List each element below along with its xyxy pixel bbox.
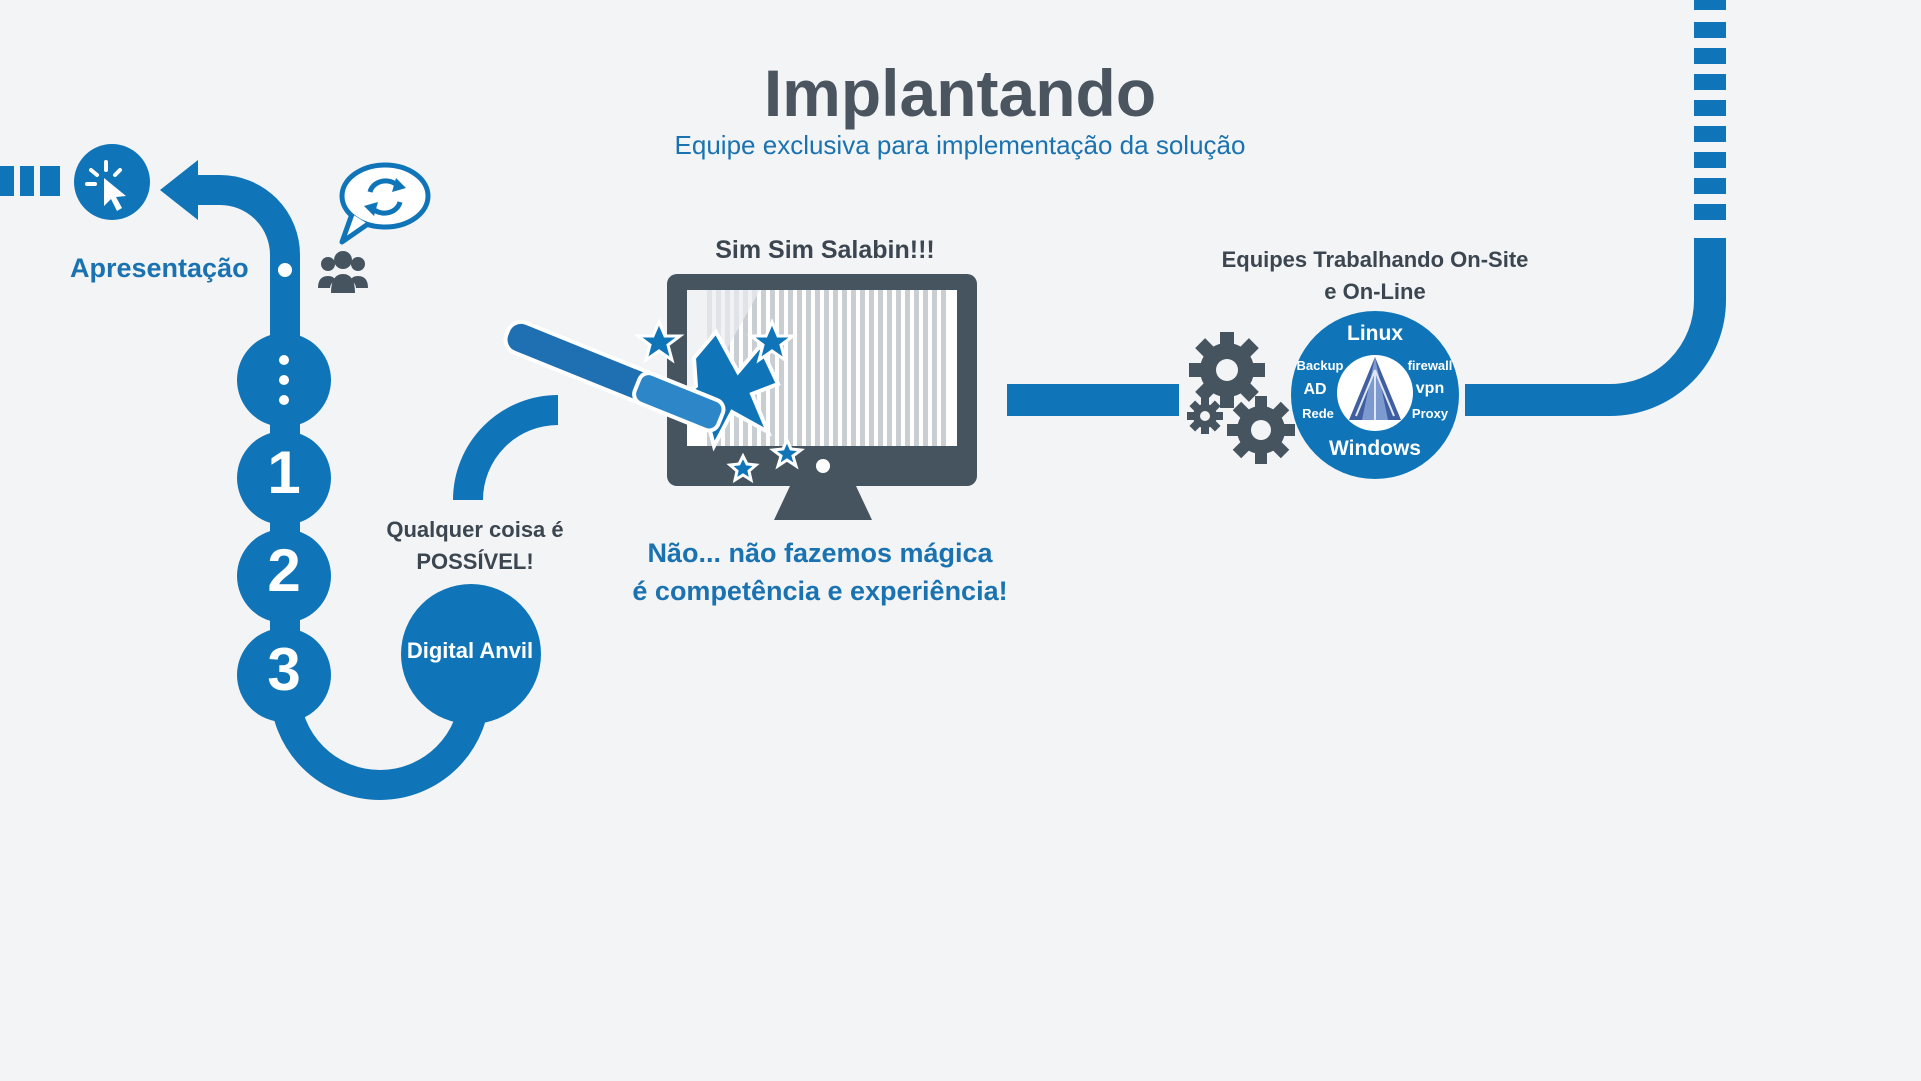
magic-wand-icon	[503, 318, 805, 484]
right-dashed-track	[1694, 0, 1726, 268]
arch-logo-icon	[1337, 355, 1413, 431]
possible-text: Qualquer coisa é POSSÍVEL!	[360, 514, 590, 578]
os-firewall-label: firewall	[1407, 358, 1453, 373]
step-1-label: 1	[267, 439, 301, 506]
possible-line-2: POSSÍVEL!	[416, 549, 534, 574]
step-circle-3[interactable]	[237, 628, 331, 722]
page-title: Implantando	[763, 56, 1157, 130]
step-circle-2[interactable]	[237, 529, 331, 623]
digital-anvil-node[interactable]	[401, 584, 541, 724]
os-rede-label: Rede	[1302, 406, 1334, 421]
group-people-icon	[318, 251, 368, 293]
connector-bar-left	[1007, 384, 1179, 416]
digital-anvil-label: Digital Anvil	[406, 638, 534, 663]
chat-sync-icon	[339, 162, 431, 245]
teams-caption: Equipes Trabalhando On-Site e On-Line	[1180, 244, 1570, 308]
monitor-icon	[667, 274, 977, 520]
step-circle-more[interactable]	[237, 333, 331, 427]
os-vpn-label: vpn	[1415, 380, 1445, 397]
journey-path	[185, 175, 559, 800]
magic-caption: Sim Sim Salabin!!!	[715, 236, 935, 264]
left-dashed-track	[0, 166, 60, 196]
gears-icon	[1187, 332, 1295, 464]
connector-path-right	[1465, 240, 1726, 416]
magic-tagline-line-1: Não... não fazemos mágica	[647, 538, 993, 568]
magic-tagline: Não... não fazemos mágica é competência …	[600, 534, 1040, 610]
page-subtitle: Equipe exclusiva para implementação da s…	[674, 130, 1246, 160]
os-proxy-label: Proxy	[1411, 406, 1449, 421]
os-ad-label: AD	[1303, 381, 1327, 398]
step-circle-1[interactable]	[237, 431, 331, 525]
magic-tagline-line-2: é competência e experiência!	[632, 576, 1008, 606]
step-2-label: 2	[267, 537, 301, 604]
os-windows-label: Windows	[1329, 437, 1421, 460]
os-backup-label: Backup	[1296, 358, 1344, 373]
cursor-click-icon[interactable]	[74, 144, 150, 220]
teams-caption-line-2: e On-Line	[1324, 279, 1426, 304]
possible-line-1: Qualquer coisa é	[386, 517, 564, 542]
start-marker-ring	[274, 259, 296, 281]
path-arrowhead	[160, 160, 198, 220]
os-linux-label: Linux	[1347, 322, 1403, 345]
apresentacao-label[interactable]: Apresentação	[70, 253, 249, 283]
step-3-label: 3	[267, 636, 301, 703]
teams-caption-line-1: Equipes Trabalhando On-Site	[1221, 247, 1529, 272]
